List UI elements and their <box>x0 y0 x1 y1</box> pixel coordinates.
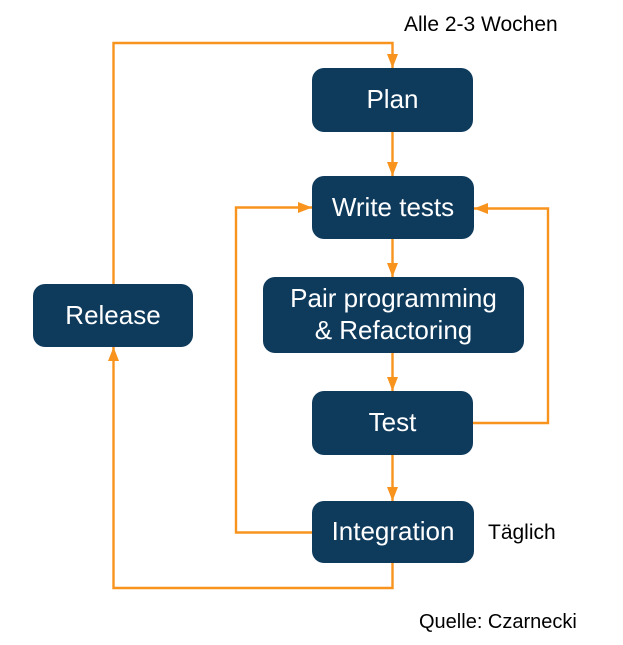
node-test-label: Test <box>368 407 417 438</box>
edge-test-to-write-tests <box>473 203 550 425</box>
node-integration-label: Integration <box>331 516 455 547</box>
node-integration: Integration <box>312 501 474 563</box>
node-pair-programming-refactoring-label: Pair programming & Refactoring <box>290 283 497 345</box>
edge-release-to-plan <box>112 41 398 284</box>
daily-frequency-label: Täglich <box>488 521 556 544</box>
node-release: Release <box>33 284 193 347</box>
node-write-tests: Write tests <box>312 176 474 239</box>
node-release-label: Release <box>65 299 161 330</box>
edge-integration-to-release <box>108 347 394 590</box>
source-credit-label: Quelle: Czarnecki <box>419 611 577 633</box>
node-plan: Plan <box>312 68 473 132</box>
node-test: Test <box>312 391 473 455</box>
edge-integration-to-write-tests <box>234 202 312 534</box>
node-write-tests-label: Write tests <box>331 191 455 222</box>
node-pair-programming-refactoring: Pair programming & Refactoring <box>263 277 524 353</box>
cycle-frequency-label: Alle 2-3 Wochen <box>404 13 558 36</box>
node-plan-label: Plan <box>366 84 419 115</box>
